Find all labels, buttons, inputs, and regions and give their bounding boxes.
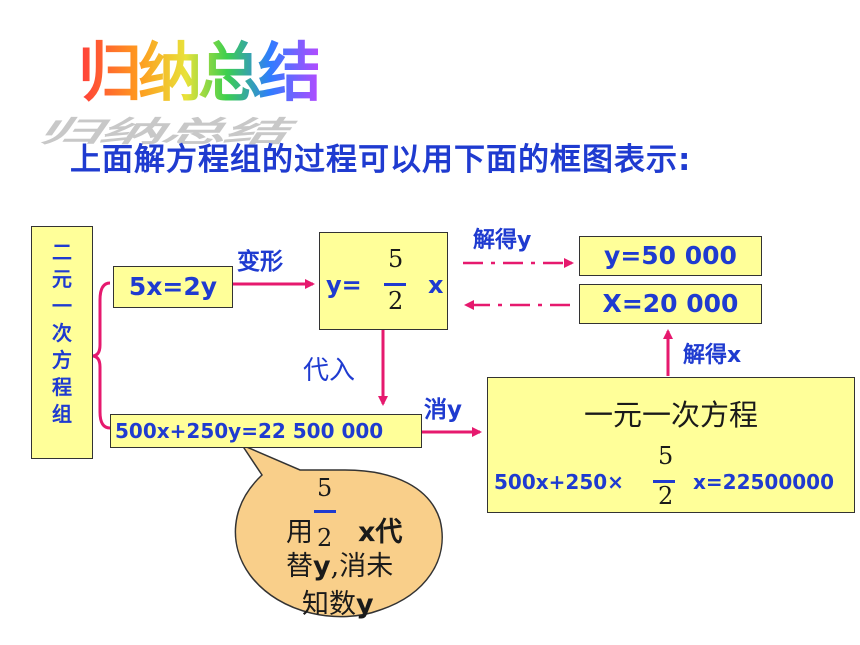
system-label-char: 程	[52, 375, 72, 399]
title-wordart: 归纳总结 归纳总结	[30, 22, 322, 149]
system-label-char: 次	[52, 321, 72, 345]
speech-bubble: 用 5 2 x代 替y,消未 知数y	[280, 474, 430, 620]
bubble-line3: 知数y	[302, 589, 374, 620]
bubble-replace: x代	[358, 517, 403, 548]
y-expr-var: x	[428, 271, 444, 299]
solve-x-label: 解得x	[683, 343, 742, 368]
y-expr-num: 5	[388, 245, 404, 273]
system-bracket	[91, 281, 111, 430]
one-var-title: 一元一次方程	[583, 398, 758, 432]
eq2-box: 500x+250y=22 500 000	[110, 414, 422, 448]
bubble-num: 5	[317, 474, 333, 502]
eliminate-label: 消y	[424, 397, 462, 423]
one-var-frac-bar	[653, 480, 675, 483]
y-expr-lhs: y=	[326, 271, 362, 299]
eq1-text: 5x=2y	[128, 272, 218, 301]
speech-bubble-shape	[234, 443, 443, 618]
y-expr-frac-bar	[384, 283, 406, 286]
bubble-line2: 替y,消未	[286, 551, 394, 582]
system-label-char: 元	[52, 267, 72, 291]
bubble-den: 2	[317, 524, 333, 552]
bubble-use: 用	[286, 517, 313, 548]
system-label: 二元一次方程组	[32, 227, 92, 428]
bubble-frac-bar	[314, 510, 336, 513]
transform-label: 变形	[237, 249, 283, 275]
system-label-char: 二	[52, 240, 72, 264]
system-label-char: 组	[52, 402, 72, 426]
y-result-box: y=50 000	[579, 236, 762, 276]
solve-y-label: 解得y	[473, 228, 532, 253]
one-var-rhs: x=22500000	[693, 470, 834, 494]
one-var-lhs: 500x+250×	[494, 470, 624, 494]
one-var-den: 2	[658, 482, 674, 510]
system-label-char: 一	[52, 294, 72, 318]
y-expr-box: y= 5 2 x	[319, 232, 448, 330]
eq2-text: 500x+250y=22 500 000	[115, 419, 384, 443]
y-expr-den: 2	[388, 287, 404, 315]
x-result-box: X=20 000	[579, 284, 762, 324]
substitute-label: 代入	[303, 356, 356, 386]
y-result-text: y=50 000	[604, 241, 737, 270]
eq1-box: 5x=2y	[113, 266, 233, 308]
one-var-box: 一元一次方程 500x+250× 5 2 x=22500000	[487, 377, 855, 513]
subtitle: 上面解方程组的过程可以用下面的框图表示:	[70, 142, 692, 178]
system-box: 二元一次方程组	[31, 226, 93, 459]
system-label-char: 方	[52, 348, 72, 372]
x-result-text: X=20 000	[602, 289, 739, 318]
one-var-num: 5	[658, 442, 674, 470]
page-title: 归纳总结	[78, 22, 322, 114]
